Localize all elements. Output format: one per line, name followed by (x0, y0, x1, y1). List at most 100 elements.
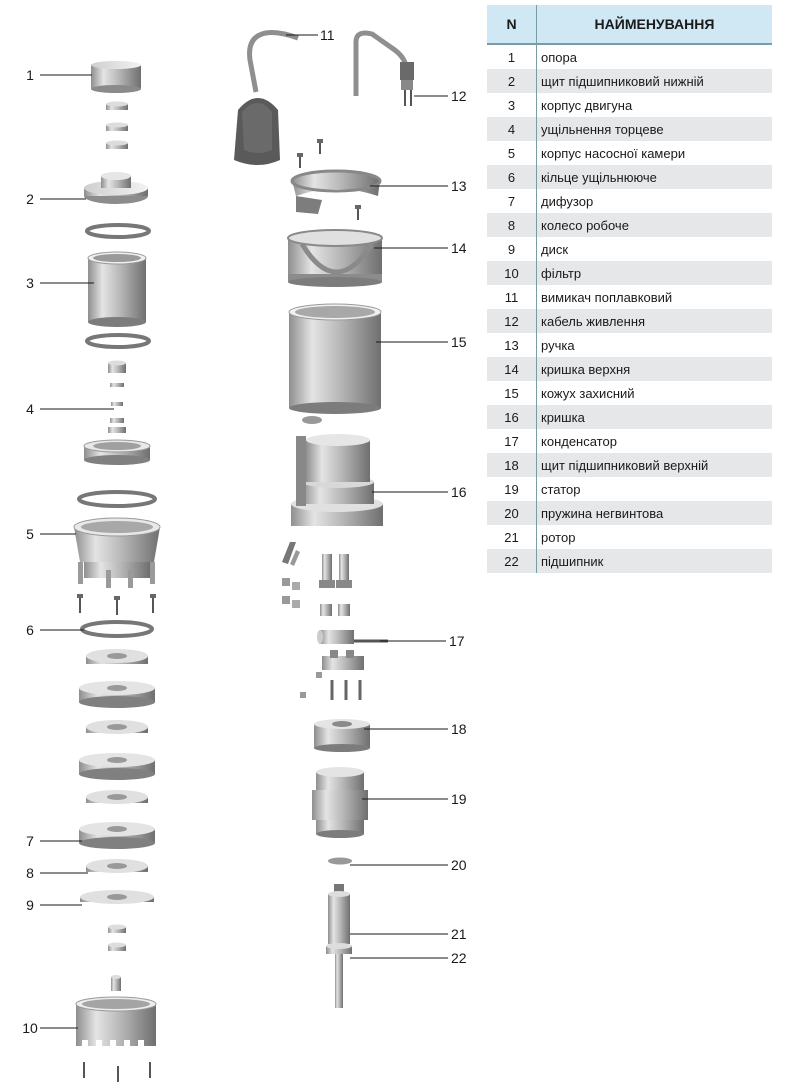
row-part-name: кільце ущільнююче (536, 165, 772, 189)
o-ring-5 (77, 490, 157, 508)
row-part-name: дифузор (541, 193, 594, 209)
callout-13: 13 (451, 178, 467, 194)
callout-17: 17 (449, 633, 465, 649)
row-part-name: корпус насосної камери (541, 145, 686, 161)
part-3-motor-housing (87, 251, 147, 327)
part-22-bearing (326, 943, 352, 1008)
row-number: 20 (487, 501, 537, 525)
callout-10: 10 (22, 1020, 38, 1036)
part-4-mechanical-seal (108, 360, 126, 433)
diffuser-stage-2 (79, 753, 155, 780)
row-part-name: кабель живлення (536, 309, 772, 333)
impeller-stage-2 (86, 720, 148, 734)
o-ring-2 (85, 223, 151, 239)
o-ring-3 (85, 333, 151, 349)
impeller-stage-1 (86, 649, 148, 664)
part-10-filter (75, 996, 157, 1082)
row-number: 6 (487, 165, 537, 189)
part-19-stator (312, 767, 368, 838)
row-number: 21 (487, 525, 537, 549)
callout-21: 21 (451, 926, 467, 942)
row-number: 10 (487, 261, 537, 285)
column-header-number: N (487, 5, 537, 45)
row-part-name: щит підшипниковий нижній (536, 69, 772, 93)
callout-7: 7 (26, 833, 34, 849)
row-part-name: щит підшипниковий верхній (536, 453, 772, 477)
row-number: 13 (487, 333, 537, 357)
part-12-power-cable (353, 30, 414, 106)
callout-2: 2 (26, 191, 34, 207)
callout-19: 19 (451, 791, 467, 807)
row-part-name: підшипник (536, 549, 772, 573)
row-number: 2 (487, 69, 537, 93)
callout-14: 14 (451, 240, 467, 256)
callout-6: 6 (26, 622, 34, 638)
diffuser-stage-1 (79, 681, 155, 708)
part-5-pump-chamber-housing (73, 517, 161, 588)
part-20-wave-spring (328, 857, 352, 865)
terminal-block-18 (300, 650, 364, 700)
part-8-impeller (86, 859, 148, 873)
row-part-name: статор (541, 481, 581, 497)
part-11-float-switch (234, 30, 299, 165)
row-number: 9 (487, 237, 537, 261)
callout-4: 4 (26, 401, 34, 417)
callout-9: 9 (26, 897, 34, 913)
row-number: 11 (487, 285, 537, 309)
callout-11: 11 (320, 27, 335, 43)
row-number: 15 (487, 381, 537, 405)
column-header-name: НАЙМЕНУВАННЯ (536, 5, 772, 45)
row-part-name: вимикач поплавковий (541, 289, 673, 305)
row-part-name: диск (541, 241, 569, 257)
row-number: 22 (487, 549, 537, 573)
callout-15: 15 (451, 334, 467, 350)
row-number: 18 (487, 453, 537, 477)
row-part-name: колесо робоче (536, 213, 772, 237)
row-part-name: кришка верхня (536, 357, 772, 381)
row-number: 7 (487, 189, 537, 213)
row-part-name: опора (541, 49, 577, 65)
row-number: 4 (487, 117, 537, 141)
row-part-name: ущільнення торцеве (536, 117, 772, 141)
small-washers-1 (106, 101, 128, 149)
row-number: 14 (487, 357, 537, 381)
callout-16: 16 (451, 484, 467, 500)
callout-20: 20 (451, 857, 467, 873)
small-parts-17 (282, 578, 300, 608)
seal-ring-4 (83, 439, 151, 465)
part-9-disc (80, 890, 154, 904)
row-number: 19 (487, 477, 537, 501)
part-15-protective-casing (288, 303, 382, 414)
row-part-name: фільтр (536, 261, 772, 285)
part-6-seal-ring (80, 620, 154, 638)
callout-5: 5 (26, 526, 34, 542)
nut-10 (111, 975, 121, 991)
row-part-name: кожух захисний (541, 385, 635, 401)
exploded-view-diagram: 1 2 3 4 5 6 7 8 9 10 11 12 13 14 15 16 1… (22, 27, 467, 1082)
row-part-name: ротор (541, 529, 576, 545)
callout-12: 12 (451, 88, 467, 104)
small-washers-9 (108, 924, 126, 951)
part-18-upper-bearing-shield (314, 719, 370, 752)
callout-1: 1 (26, 67, 34, 83)
row-part-name: корпус двигуна (541, 97, 633, 113)
row-part-name: конденсатор (541, 433, 617, 449)
